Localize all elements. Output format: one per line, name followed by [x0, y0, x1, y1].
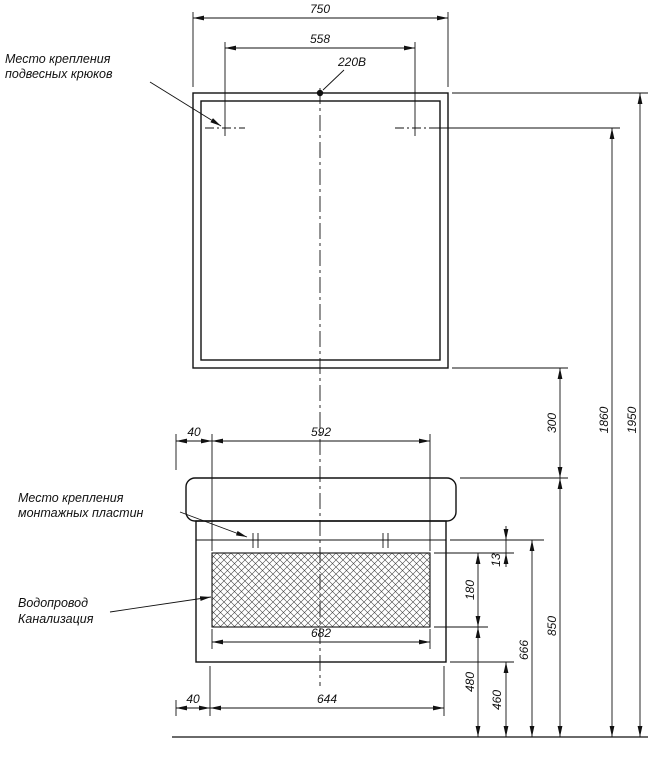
dim-mirror-width: 750 [310, 2, 330, 16]
water-label: Водопровод [18, 596, 88, 610]
dim-service-zone-height: 180 [463, 580, 477, 600]
dim-cabinet-width: 644 [317, 692, 337, 706]
dim-sink-top-height: 850 [545, 616, 559, 636]
mirror-inner-frame [200, 100, 441, 361]
plates-label-line1: Место крепления [18, 491, 124, 505]
sewer-label: Канализация [18, 612, 94, 626]
dim-total-height: 1950 [625, 406, 639, 433]
dim-zone-to-floor: 480 [463, 672, 477, 692]
mirror [192, 89, 449, 369]
dim-cabinet-bottom-height: 460 [490, 690, 504, 710]
dim-hook-spacing: 558 [310, 32, 330, 46]
hooks-label-line2: подвесных крюков [5, 67, 113, 81]
hooks-leader-line [149, 81, 222, 127]
cabinet-body [195, 520, 447, 663]
plates-label-line2: монтажных пластин [18, 506, 144, 520]
dim-plate-line-height: 666 [517, 640, 531, 660]
cabinet-top-dimensions: 40 592 [175, 425, 431, 551]
washbasin [185, 477, 457, 522]
voltage-leader-line [322, 69, 345, 91]
vanity-unit [185, 477, 457, 663]
dim-plate-drop: 13 [489, 553, 503, 567]
dim-bottom-offset: 40 [186, 692, 200, 706]
dim-top-offset: 40 [187, 425, 201, 439]
right-extension-lines [434, 92, 648, 663]
voltage-label: 220В [337, 55, 366, 69]
dim-opening-width: 682 [311, 626, 331, 640]
plates-leader-line [179, 511, 248, 538]
water-callout: Водопровод Канализация [18, 596, 212, 626]
hooks-callout: Место крепления подвесных крюков [5, 52, 222, 127]
cabinet-bottom-dimensions: 40 644 [175, 666, 445, 716]
right-dimensions: 300 850 1860 1950 13 180 480 666 460 [463, 93, 643, 737]
dim-hook-height: 1860 [597, 406, 611, 433]
dim-plate-spacing: 592 [311, 425, 331, 439]
service-opening-hatch [211, 552, 431, 628]
mirror-outer-frame [192, 92, 449, 369]
top-dimensions: 750 558 220В [192, 2, 449, 136]
water-leader-line [109, 596, 212, 613]
plates-callout: Место крепления монтажных пластин [18, 491, 248, 538]
hooks-label-line1: Место крепления [5, 52, 111, 66]
opening-width-dimension: 682 [211, 626, 431, 649]
dim-mirror-gap: 300 [545, 413, 559, 433]
